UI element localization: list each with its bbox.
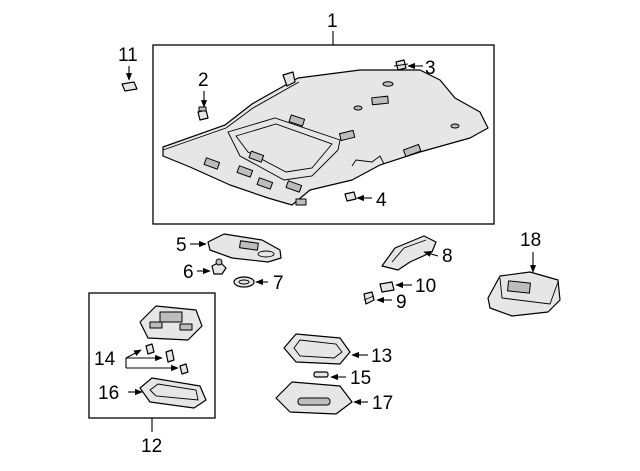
callout-11: 11 <box>118 45 138 66</box>
bulb-part-14a[interactable] <box>145 343 155 355</box>
callout-13: 13 <box>371 346 392 367</box>
callout-10: 10 <box>415 276 436 297</box>
console-part-18[interactable] <box>487 271 561 317</box>
callout-1: 1 <box>327 11 338 32</box>
headliner-part[interactable] <box>162 69 489 206</box>
map-lamp-housing[interactable] <box>139 305 203 341</box>
callout-3: 3 <box>425 58 436 79</box>
callout-17: 17 <box>372 393 393 414</box>
headliner-retainer-clip[interactable] <box>282 71 296 87</box>
callout-2: 2 <box>198 70 209 91</box>
callout-5: 5 <box>176 235 187 256</box>
callout-6: 6 <box>183 262 194 283</box>
visor-holder-part-7[interactable] <box>233 276 255 288</box>
bulb-part-15[interactable] <box>313 371 329 378</box>
lens-part-17[interactable] <box>275 381 353 415</box>
grab-handle-part-8[interactable] <box>381 235 437 271</box>
sun-visor-part-5[interactable] <box>207 233 282 263</box>
cap-part-10[interactable] <box>379 281 395 293</box>
callout-9: 9 <box>396 292 407 313</box>
callout-16: 16 <box>98 383 119 404</box>
clip-part-3[interactable] <box>393 59 409 71</box>
headliner-group-frame <box>152 44 495 225</box>
callout-4: 4 <box>376 190 387 211</box>
clip-part-11[interactable] <box>121 81 138 92</box>
callout-18: 18 <box>520 230 541 251</box>
dome-lamp-part-13[interactable] <box>283 333 351 365</box>
visor-clip-part-6[interactable] <box>211 258 227 275</box>
callout-12: 12 <box>141 436 162 457</box>
callout-7: 7 <box>273 273 284 294</box>
screw-part-9[interactable] <box>363 291 375 305</box>
clip-part-4[interactable] <box>344 191 357 202</box>
callout-15: 15 <box>350 368 371 389</box>
clip-part-2[interactable] <box>197 106 209 121</box>
callout-8: 8 <box>442 246 453 267</box>
bulb-part-14b[interactable] <box>165 349 175 363</box>
lens-part-16[interactable] <box>139 377 207 409</box>
bulb-part-14c[interactable] <box>179 363 189 375</box>
callout-14: 14 <box>94 349 116 370</box>
